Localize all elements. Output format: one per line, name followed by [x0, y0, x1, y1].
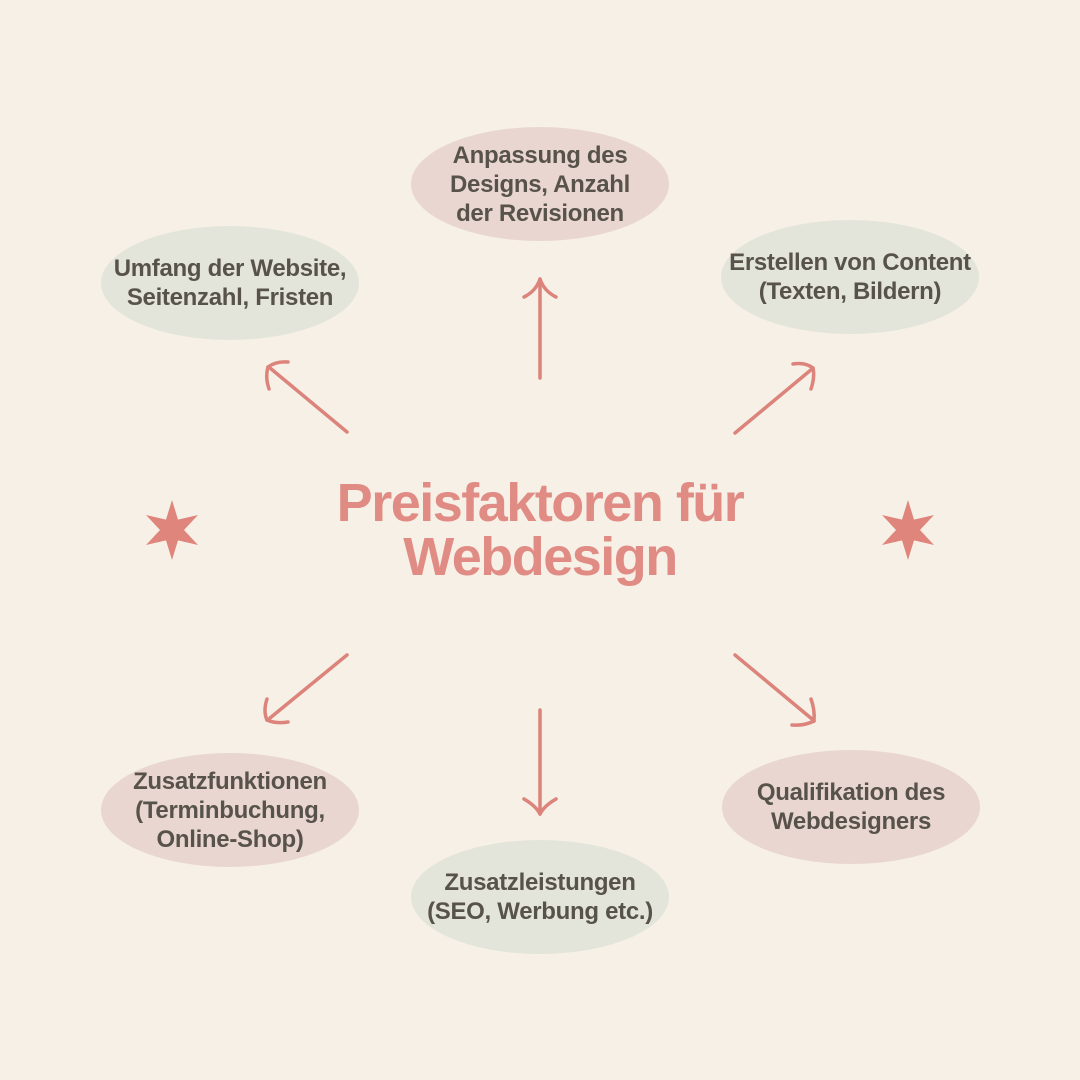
node-anpassung-des-designs: Anpassung des Designs, Anzahl der Revisi… — [411, 127, 669, 241]
node-qualifikation-des-webdesigners: Qualifikation des Webdesigners — [722, 750, 980, 864]
node-label: Zusatzfunktionen (Terminbuchung, Online-… — [133, 767, 327, 853]
arrow-down-left — [263, 653, 349, 725]
arrow-up-right — [733, 361, 816, 435]
node-label: Anpassung des Designs, Anzahl der Revisi… — [450, 141, 630, 227]
arrow-up-left — [264, 360, 349, 434]
node-zusatzfunktionen: Zusatzfunktionen (Terminbuchung, Online-… — [101, 753, 359, 867]
arrow-up — [522, 277, 558, 380]
six-point-star-icon — [882, 500, 934, 560]
node-label: Umfang der Website, Seitenzahl, Fristen — [113, 255, 347, 311]
node-label: Zusatzleistungen (SEO, Werbung etc.) — [427, 869, 653, 925]
node-label: Erstellen von Content (Texten, Bildern) — [729, 249, 971, 305]
node-umfang-der-website: Umfang der Website, Seitenzahl, Fristen — [101, 226, 359, 340]
six-point-star-icon — [146, 500, 198, 560]
node-erstellen-von-content: Erstellen von Content (Texten, Bildern) — [721, 220, 979, 334]
node-label: Qualifikation des Webdesigners — [756, 779, 946, 835]
arrow-down — [522, 708, 558, 816]
diagram-title: Preisfaktoren für Webdesign — [336, 473, 745, 587]
arrow-down-right — [733, 653, 816, 727]
node-zusatzleistungen: Zusatzleistungen (SEO, Werbung etc.) — [411, 840, 669, 954]
